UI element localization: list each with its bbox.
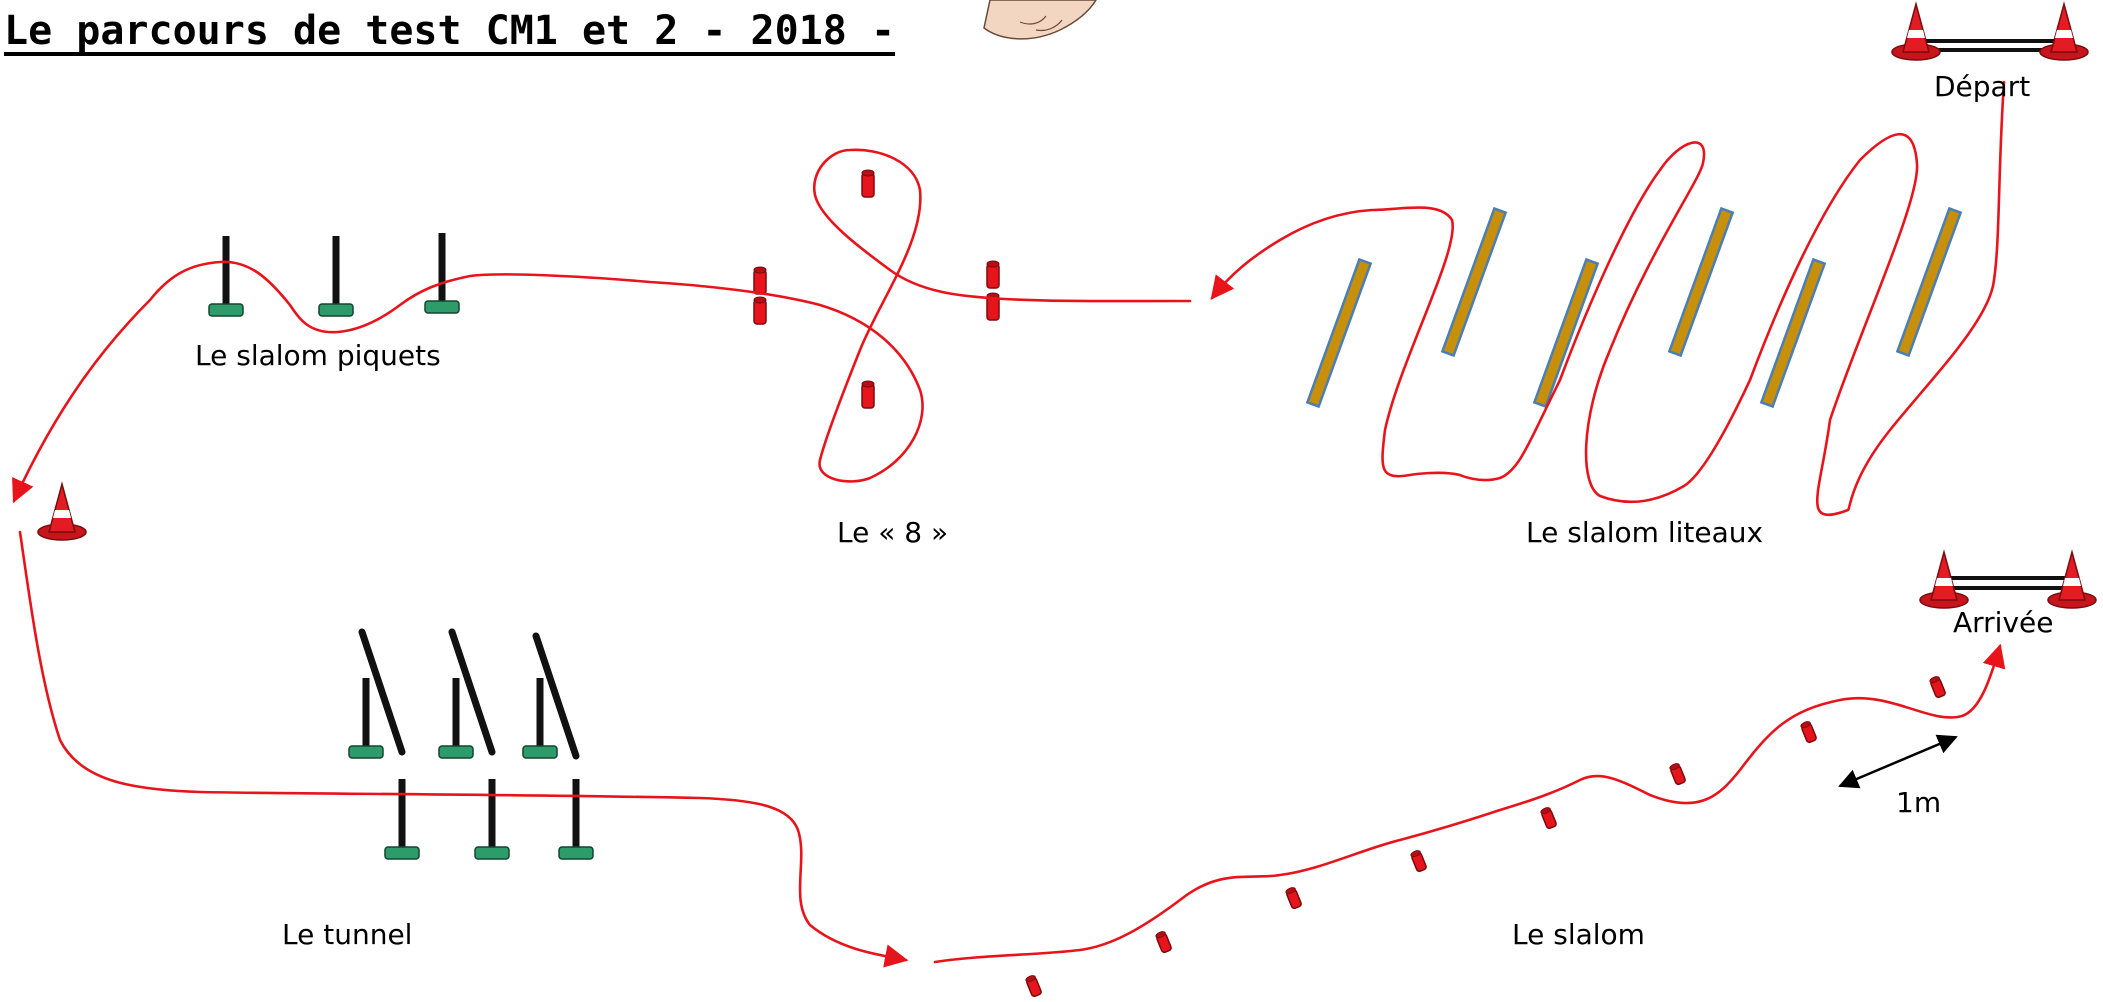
post-slalom-label: Le slalom piquets — [195, 339, 441, 372]
finish-label: Arrivée — [1953, 606, 2054, 639]
route-segment-liteaux — [1212, 82, 2004, 515]
figure-eight-markers — [754, 170, 999, 408]
cone-icon — [2040, 4, 2088, 60]
page-title: Le parcours de test CM1 et 2 - 2018 - — [4, 8, 895, 54]
slat-slalom-label: Le slalom liteaux — [1526, 516, 1763, 549]
figure-eight-label: Le « 8 » — [837, 516, 948, 549]
post-slalom-obstacles — [209, 233, 459, 316]
slat-slalom-obstacles — [1307, 209, 1960, 407]
slalom-label: Le slalom — [1512, 918, 1645, 951]
finish-gate — [1920, 552, 2096, 608]
hand-icon — [984, 0, 1096, 39]
cone-icon — [1892, 4, 1940, 60]
distance-arrow — [1840, 737, 1956, 786]
start-gate — [1892, 4, 2088, 60]
cone-icon — [38, 484, 86, 540]
slalom-markers — [1025, 675, 1946, 997]
start-label: Départ — [1934, 70, 2030, 103]
tunnel-obstacle — [349, 632, 593, 859]
route-segment-slalom — [935, 646, 2000, 962]
tunnel-label: Le tunnel — [282, 918, 412, 951]
route-segment-eight — [14, 150, 1190, 501]
distance-label: 1m — [1896, 786, 1941, 819]
